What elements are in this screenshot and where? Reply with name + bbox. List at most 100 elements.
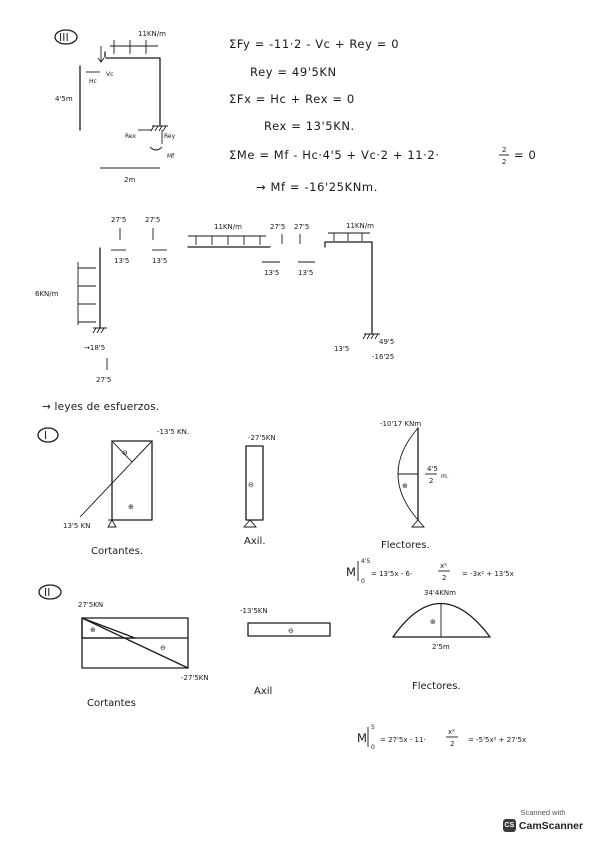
axial-value: -13'5KN xyxy=(240,607,268,615)
axial-caption: Axil xyxy=(254,686,272,697)
formula-lower: 0 xyxy=(371,744,375,751)
formula-m: M xyxy=(357,731,368,745)
scanned-with-text: Scanned with xyxy=(520,808,566,817)
formula-rhs: = 27'5x - 11· xyxy=(380,736,426,744)
camscanner-brand: CS CamScanner xyxy=(502,819,584,832)
rex-label: Rex xyxy=(125,133,136,140)
shear-pos-sign: ⊕ xyxy=(128,503,134,511)
span-label: 2m xyxy=(124,176,135,184)
axial-sign: ⊖ xyxy=(288,627,294,635)
v1-label: 27'5 xyxy=(111,216,126,224)
section-three: III 11KN/m Vc Hc 4'5m Rex Rey Mf 2m ΣFy … xyxy=(54,29,536,194)
axial-caption: Axil. xyxy=(244,536,266,547)
camscanner-name: CamScanner xyxy=(518,819,584,832)
formula-frac-num: x² xyxy=(440,562,447,570)
laws-title: → leyes de esfuerzos. xyxy=(42,401,159,413)
roman-label: III xyxy=(59,32,69,44)
axial-support xyxy=(243,519,257,528)
middle-load-arrows xyxy=(188,235,266,245)
equation-sum-m: ΣMe = Mf - Hc·4'5 + Vc·2 + 11·2· xyxy=(229,148,440,162)
moment-support xyxy=(411,519,425,528)
shear-left-value: 27'5KN xyxy=(78,601,103,609)
base-h-label: →18'5 xyxy=(84,344,105,352)
mf-label: Mf xyxy=(167,153,175,160)
shear-neg-sign: ⊖ xyxy=(122,449,128,457)
moment-top-value: -10'17 KNm xyxy=(380,420,421,428)
h4-label: 13'5 xyxy=(298,269,313,277)
equation-sum-fx: ΣFx = Hc + Rex = 0 xyxy=(229,92,355,106)
frame-member xyxy=(104,51,161,126)
axial-sign: ⊖ xyxy=(248,481,254,489)
h3-label: 13'5 xyxy=(264,269,279,277)
h2-label: 13'5 xyxy=(152,257,167,265)
shear-caption: Cortantes xyxy=(87,698,136,709)
moment-span-value: 2'5m xyxy=(432,643,450,651)
formula-frac-den: 2 xyxy=(450,740,454,748)
r-h-label: 13'5 xyxy=(334,345,349,353)
formula-rhs: = 13'5x - 6· xyxy=(371,570,412,578)
part-one: I ⊖ ⊕ -13'5 KN. 13'5 KN Cortantes. ⊖ -27… xyxy=(37,420,514,585)
v4-label: 27'5 xyxy=(294,223,309,231)
equation-sum-m-end: = 0 xyxy=(514,148,536,162)
shear-top-value: -13'5 KN. xyxy=(157,428,189,436)
shear-right-value: -27'5KN xyxy=(181,674,209,682)
height-label: 4'5m xyxy=(55,95,73,103)
v3-label: 27'5 xyxy=(270,223,285,231)
moment-caption: Flectores. xyxy=(412,681,461,692)
side-load-label: 6KN/m xyxy=(35,290,59,298)
moment-pos-unit: m. xyxy=(441,473,449,480)
load-label: 11KN/m xyxy=(138,30,166,38)
roman-label: I xyxy=(44,430,47,442)
formula-result: = -5'5x² + 27'5x xyxy=(468,736,526,744)
equation-sum-fy: ΣFy = -11·2 - Vc + Rey = 0 xyxy=(229,37,399,51)
right-frame xyxy=(324,241,373,335)
roman-circle xyxy=(37,427,59,443)
camscanner-watermark: Scanned with CS CamScanner xyxy=(502,808,584,838)
part-two: II ⊕ ⊖ 27'5KN -27'5KN Cortantes ⊖ -13'5K… xyxy=(38,584,526,751)
formula-upper: 5 xyxy=(371,724,375,731)
equation-rex: Rex = 13'5KN. xyxy=(264,119,355,133)
shear-neg-area xyxy=(110,440,154,463)
fraction-den: 2 xyxy=(502,158,506,166)
moment-top-value: 34'4KNm xyxy=(424,589,456,597)
hc-label: Hc xyxy=(89,78,97,85)
formula-frac-den: 2 xyxy=(442,574,446,582)
formula-m: M xyxy=(346,565,357,579)
v2-label: 27'5 xyxy=(145,216,160,224)
shear-pos-sign: ⊕ xyxy=(90,626,96,634)
moment-pos-den: 2 xyxy=(429,477,433,485)
exploded-diagram: 6KN/m 27'5 27'5 13'5 13'5 →18'5 27'5 11K… xyxy=(35,216,394,384)
left-support xyxy=(92,327,107,334)
side-load-arrows xyxy=(77,262,96,325)
roman-circle xyxy=(38,584,62,600)
formula-upper: 4'5 xyxy=(361,558,370,565)
r-m-label: -16'25 xyxy=(372,353,394,361)
formula-lower: 0 xyxy=(361,578,365,585)
fraction-num: 2 xyxy=(502,146,506,154)
axial-rectangle xyxy=(245,445,264,521)
formula-frac-num: x² xyxy=(448,728,455,736)
shear-caption: Cortantes. xyxy=(91,546,143,557)
equation-rey: Rey = 49'5KN xyxy=(250,65,337,79)
camscanner-logo-icon: CS xyxy=(502,819,516,832)
middle-load-label: 11KN/m xyxy=(214,223,242,231)
rey-label: Rey xyxy=(164,133,176,140)
r-v-label: 49'5 xyxy=(379,338,394,346)
formula-result: = -3x² + 13'5x xyxy=(462,570,514,578)
shear-neg-sign: ⊖ xyxy=(160,644,166,652)
axial-top-value: -27'5KN xyxy=(248,434,276,442)
axial-rectangle xyxy=(247,622,331,637)
moment-arrow xyxy=(149,146,163,151)
moment-sign: ⊕ xyxy=(430,618,436,626)
h1-label: 13'5 xyxy=(114,257,129,265)
roman-circle xyxy=(54,29,78,45)
equation-mf: → Mf = -16'25KNm. xyxy=(256,180,378,194)
moment-caption: Flectores. xyxy=(381,540,430,551)
moment-sign: ⊕ xyxy=(402,482,408,490)
shear-diagonal xyxy=(81,617,189,669)
roman-label: II xyxy=(44,587,51,599)
moment-pos-num: 4'5 xyxy=(427,465,438,473)
fixed-support xyxy=(150,125,168,132)
base-v-label: 27'5 xyxy=(96,376,111,384)
